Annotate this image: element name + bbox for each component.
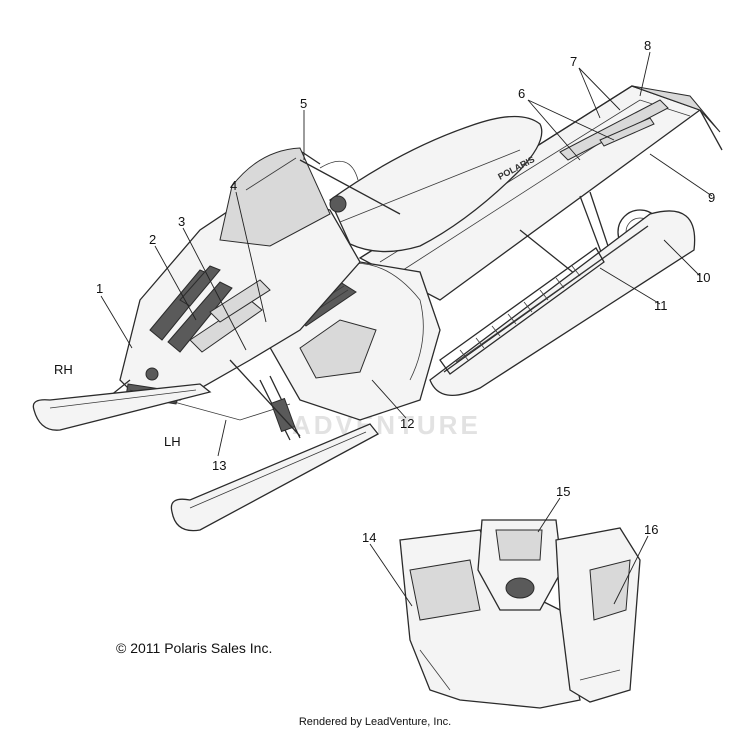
front-suspension	[109, 359, 301, 441]
right-ski	[170, 423, 379, 532]
copyright-text: © 2011 Polaris Sales Inc.	[116, 640, 273, 656]
callout-numbers: 1 2 3 4 5 6 7 8 9 10 11 12 13 14 15 16	[96, 38, 715, 545]
callout-1: 1	[96, 281, 103, 296]
track-assembly	[429, 210, 696, 396]
callout-16: 16	[644, 522, 658, 537]
rh-label: RH	[54, 362, 73, 377]
callout-7: 7	[570, 54, 577, 69]
callout-13: 13	[212, 458, 226, 473]
callout-12: 12	[400, 416, 414, 431]
callout-10: 10	[696, 270, 710, 285]
callout-8: 8	[644, 38, 651, 53]
watermark-text: ADVENTURE	[292, 410, 481, 440]
callout-9: 9	[708, 190, 715, 205]
callout-14: 14	[362, 530, 376, 545]
lh-label: LH	[164, 434, 181, 449]
callout-2: 2	[149, 232, 156, 247]
callout-5: 5	[300, 96, 307, 111]
leader-lines	[100, 51, 713, 607]
rendered-by-text: Rendered by LeadVenture, Inc.	[298, 716, 452, 728]
left-ski	[32, 383, 212, 431]
callout-15: 15	[556, 484, 570, 499]
callout-11: 11	[654, 298, 668, 313]
hood	[119, 147, 361, 421]
callout-6: 6	[518, 86, 525, 101]
callout-3: 3	[178, 214, 185, 229]
handlebar	[299, 151, 401, 215]
tunnel-assembly	[358, 85, 723, 301]
inset-hood-console	[399, 519, 641, 709]
callout-4: 4	[230, 178, 237, 193]
